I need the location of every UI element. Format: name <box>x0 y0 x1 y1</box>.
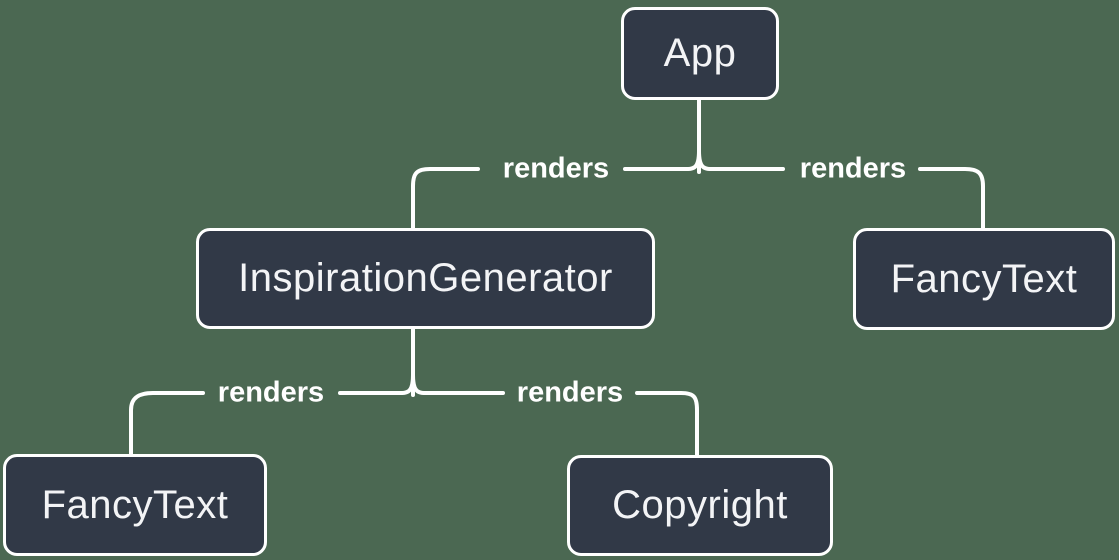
node-fancytext-top-right: FancyText <box>853 228 1115 330</box>
edge-segment <box>338 373 415 396</box>
edge-label-app-inspirationgenerator: renders <box>502 152 610 185</box>
edge-inspirationgenerator-to-copyright <box>411 373 699 457</box>
edge-segment <box>411 373 505 396</box>
edge-segment <box>697 149 785 172</box>
node-fancytext-top-right-label: FancyText <box>890 256 1078 301</box>
node-inspirationgenerator: InspirationGenerator <box>196 228 655 329</box>
edge-label-inspirationgenerator-fancytext: renders <box>217 376 325 409</box>
node-app-label: App <box>663 31 737 75</box>
node-fancytext-bottom-left: FancyText <box>3 454 267 556</box>
edge-segment <box>411 167 480 230</box>
edge-segment <box>918 167 985 230</box>
node-copyright-label: Copyright <box>612 483 788 527</box>
node-inspirationgenerator-label: InspirationGenerator <box>238 256 613 300</box>
edge-label-inspirationgenerator-copyright: renders <box>516 376 624 409</box>
edge-app-to-fancytext <box>697 149 985 230</box>
edge-segment <box>635 391 699 457</box>
edge-segment <box>129 391 205 456</box>
node-app: App <box>621 7 779 100</box>
node-fancytext-bottom-left-label: FancyText <box>41 482 229 527</box>
edge-label-app-fancytext: renders <box>799 152 907 185</box>
node-copyright: Copyright <box>567 455 833 556</box>
edge-segment <box>623 149 701 172</box>
